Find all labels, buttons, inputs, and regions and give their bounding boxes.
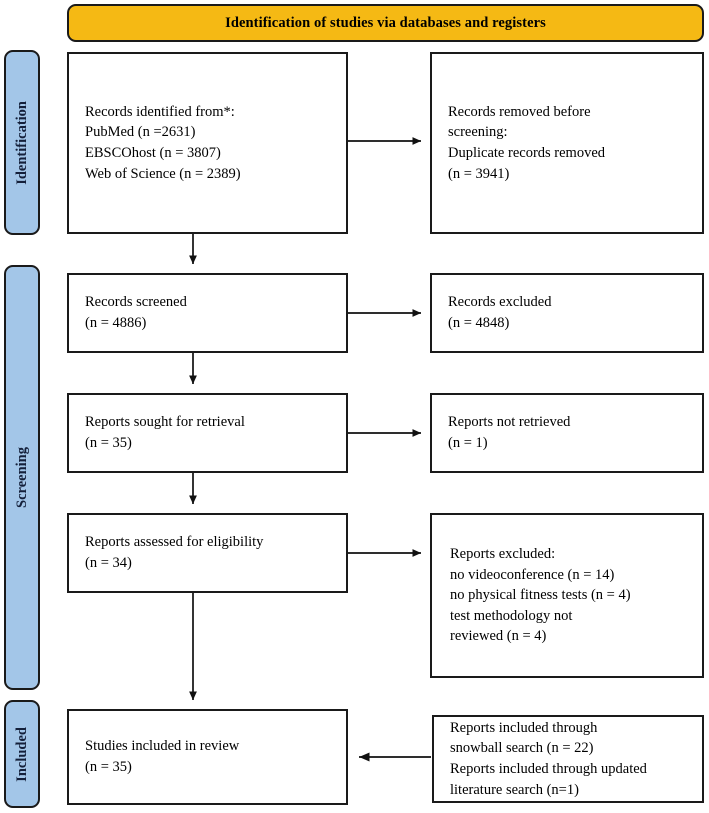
box-studies-included-text: Studies included in review (n = 35) [85, 738, 240, 775]
box-reports-included-snowball: Reports included through snowball search… [432, 715, 704, 803]
stage-rail-identification: Identification [4, 50, 40, 235]
box-reports-sought-for-retrieval: Reports sought for retrieval (n = 35) [67, 393, 348, 473]
box-reports-not-retrieved-text: Reports not retrieved (n = 1) [448, 414, 571, 451]
stage-rail-included: Included [4, 700, 40, 808]
stage-rail-label-screening: Screening [13, 447, 30, 508]
box-records-screened: Records screened (n = 4886) [67, 273, 348, 353]
page-title: Identification of studies via databases … [225, 14, 546, 31]
box-reports-not-retrieved: Reports not retrieved (n = 1) [430, 393, 704, 473]
box-records-removed-before-screening: Records removed before screening: Duplic… [430, 52, 704, 234]
box-records-identified-text: Records identified from*: PubMed (n =263… [85, 103, 241, 182]
stage-rail-label-included: Included [13, 726, 30, 782]
box-records-identified: Records identified from*: PubMed (n =263… [67, 52, 348, 234]
box-reports-excluded: Reports excluded: no videoconference (n … [430, 513, 704, 678]
diagram-header-banner: Identification of studies via databases … [67, 4, 704, 42]
box-reports-excluded-text: Reports excluded: no videoconference (n … [450, 546, 631, 645]
box-reports-assessed-text: Reports assessed for eligibility (n = 34… [85, 534, 264, 571]
box-records-excluded-text: Records excluded (n = 4848) [448, 294, 552, 331]
box-studies-included-in-review: Studies included in review (n = 35) [67, 709, 348, 805]
box-reports-assessed-for-eligibility: Reports assessed for eligibility (n = 34… [67, 513, 348, 593]
box-records-excluded: Records excluded (n = 4848) [430, 273, 704, 353]
stage-rail-screening: Screening [4, 265, 40, 690]
box-reports-included-snowball-text: Reports included through snowball search… [450, 719, 647, 798]
box-reports-sought-text: Reports sought for retrieval (n = 35) [85, 414, 245, 451]
box-records-screened-text: Records screened (n = 4886) [85, 294, 187, 331]
box-records-removed-text: Records removed before screening: Duplic… [448, 103, 606, 182]
stage-rail-label-identification: Identification [13, 100, 30, 185]
